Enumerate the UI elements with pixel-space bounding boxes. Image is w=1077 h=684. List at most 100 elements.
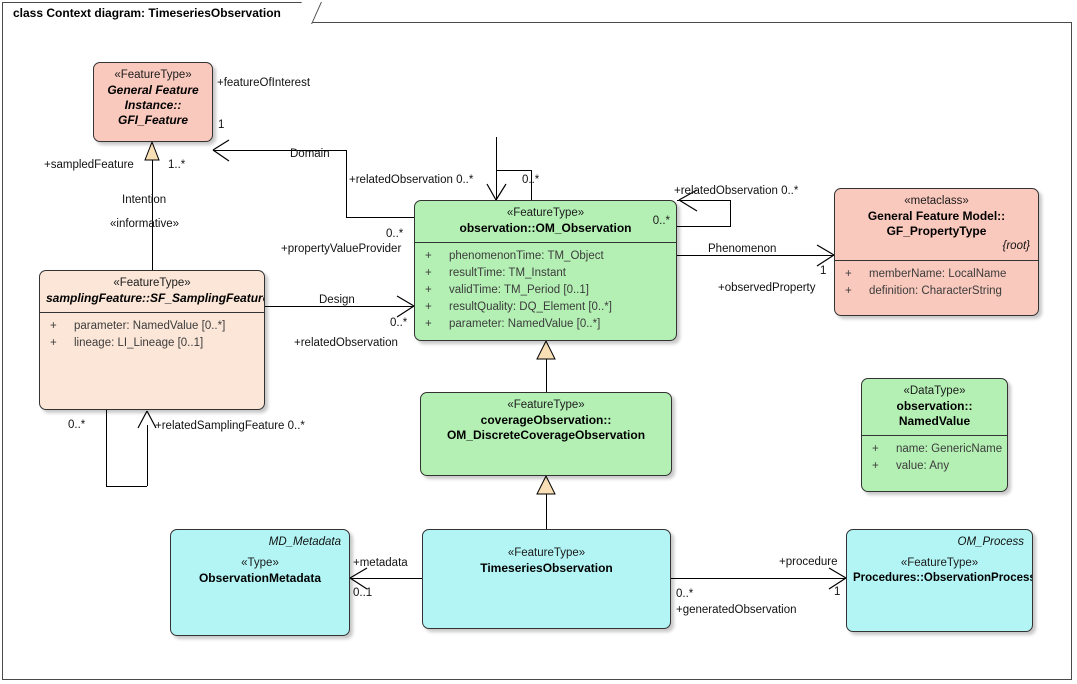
label-metadata-mult: 0..1 xyxy=(353,587,373,599)
namedvalue-name-1: observation:: xyxy=(896,399,973,413)
label-relatedsamplingfeature-role: +relatedSamplingFeature 0..* xyxy=(155,420,305,432)
visibility: + xyxy=(425,318,432,330)
line-phenomenon-h xyxy=(677,255,834,256)
observationmetadata-head: MD_Metadata «Type» ObservationMetadata xyxy=(171,530,349,592)
timeseriesobservation-head: «FeatureType» TimeseriesObservation xyxy=(423,530,670,582)
visibility: + xyxy=(845,268,852,280)
line-propertyvalueprovider xyxy=(346,217,414,218)
visibility: + xyxy=(845,285,852,297)
class-sf-samplingfeature[interactable]: «FeatureType» samplingFeature::SF_Sampli… xyxy=(39,270,265,410)
label-generatedobservation-role: +generatedObservation xyxy=(676,604,797,616)
sf-samplingfeature-stereotype: «FeatureType» xyxy=(113,277,191,289)
observationprocess-head: OM_Process «FeatureType» Procedures::Obs… xyxy=(847,530,1032,592)
label-featureofinterest-role: +featureOfInterest xyxy=(217,77,311,89)
observationprocess-stereotype: «FeatureType» xyxy=(900,557,979,569)
timeseriesobservation-stereotype: «FeatureType» xyxy=(507,547,586,559)
coverage-observation-name-2: OM_DiscreteCoverageObservation xyxy=(446,428,646,442)
label-generatedobservation-mult: 0..* xyxy=(676,588,694,600)
line-design-h xyxy=(265,306,414,307)
diagram-title: class Context diagram: TimeseriesObserva… xyxy=(13,6,281,20)
line-sf-selfloop-bottom xyxy=(106,486,147,487)
class-om-observation[interactable]: «FeatureType» observation::OM_Observatio… xyxy=(414,200,677,341)
class-gf-propertytype[interactable]: «metaclass» General Feature Model:: GF_P… xyxy=(834,188,1039,316)
class-gfi-feature[interactable]: «FeatureType» General Feature Instance::… xyxy=(93,62,213,142)
label-featureofinterest-mult: 1 xyxy=(218,119,225,131)
label-phenomenon: Phenomenon xyxy=(708,243,777,255)
attribute-text: parameter: NamedValue [0..*] xyxy=(74,320,226,332)
line-gen-coverage-to-om xyxy=(546,348,547,392)
class-namedvalue[interactable]: «DataType» observation:: NamedValue + nam… xyxy=(861,378,1008,492)
attribute-text: validTime: TM_Period [0..1] xyxy=(449,284,589,296)
observationprocess-name: Procedures::ObservationProcess xyxy=(853,572,1033,584)
attribute-text: parameter: NamedValue [0..*] xyxy=(449,318,601,330)
class-observationprocess[interactable]: OM_Process «FeatureType» Procedures::Obs… xyxy=(846,529,1033,632)
visibility: + xyxy=(50,320,57,332)
observationmetadata-tag: MD_Metadata xyxy=(268,536,341,548)
gfi-feature-head: «FeatureType» General Feature Instance::… xyxy=(94,63,212,134)
line-om-selfloop-right xyxy=(730,200,731,226)
line-om-selfloop-bottom xyxy=(677,226,731,227)
attribute-text: lineage: LI_Lineage [0..1] xyxy=(74,337,204,349)
class-om-discretecoverageobservation[interactable]: «FeatureType» coverageObservation:: OM_D… xyxy=(420,392,672,476)
timeseriesobservation-name: TimeseriesObservation xyxy=(480,561,613,575)
label-domain: Domain xyxy=(290,148,330,160)
attribute-row: + parameter: NamedValue [0..*] xyxy=(46,318,258,335)
label-propertyvalueprovider-role: +propertyValueProvider xyxy=(281,243,402,255)
gf-propertytype-stereotype: «metaclass» xyxy=(904,195,969,207)
label-metadata-role: +metadata xyxy=(353,557,408,569)
attribute-row: + memberName: LocalName xyxy=(841,266,1032,283)
line-gen-timeseries-to-coverage xyxy=(546,482,547,529)
label-observedproperty-mult: 1 xyxy=(820,265,827,277)
label-sampledfeature-mult: 1..* xyxy=(168,159,186,171)
gf-propertytype-root-constraint: {root} xyxy=(1002,240,1031,252)
label-observedproperty-role: +observedProperty xyxy=(718,282,816,294)
observationmetadata-stereotype: «Type» xyxy=(241,557,279,569)
attribute-row: + value: Any xyxy=(868,458,1001,475)
label-relatedsamplingfeature-mult: 0..* xyxy=(68,419,86,431)
line-sf-selfloop-right xyxy=(147,425,148,486)
coverage-observation-name-1: coverageObservation:: xyxy=(480,413,612,427)
label-intention-stereotype: «informative» xyxy=(110,218,180,230)
attribute-row: + definition: CharacterString xyxy=(841,283,1032,300)
attribute-text: value: Any xyxy=(896,460,950,472)
attribute-text: definition: CharacterString xyxy=(869,285,1002,297)
label-relatedobservation-topleft: +relatedObservation 0..* xyxy=(349,174,474,186)
gf-propertytype-name-1: General Feature Model:: xyxy=(867,209,1006,223)
coverage-observation-head: «FeatureType» coverageObservation:: OM_D… xyxy=(421,393,671,449)
coverage-observation-stereotype: «FeatureType» xyxy=(507,399,585,411)
label-procedure-mult: 1 xyxy=(834,586,841,598)
line-relatedobservation-topright xyxy=(531,170,532,200)
visibility: + xyxy=(425,284,432,296)
attribute-row: + phenomenonTime: TM_Object xyxy=(421,248,670,265)
class-timeseriesobservation[interactable]: «FeatureType» TimeseriesObservation xyxy=(422,529,671,629)
attribute-text: name: GenericName xyxy=(896,443,1003,455)
line-relatedobservation-top-h xyxy=(496,170,532,171)
line-featureofinterest-v xyxy=(346,150,347,217)
visibility: + xyxy=(425,250,432,262)
attribute-row: + validTime: TM_Period [0..1] xyxy=(421,282,670,299)
gf-propertytype-head: «metaclass» General Feature Model:: GF_P… xyxy=(835,189,1038,260)
sf-samplingfeature-name: samplingFeature::SF_SamplingFeature xyxy=(46,291,265,305)
line-procedure-h xyxy=(671,578,846,579)
om-observation-corner-multiplicity: 0..* xyxy=(652,215,670,227)
gfi-feature-stereotype: «FeatureType» xyxy=(114,69,192,81)
attribute-text: memberName: LocalName xyxy=(869,268,1007,280)
class-observationmetadata[interactable]: MD_Metadata «Type» ObservationMetadata xyxy=(170,529,350,636)
gfi-feature-name-1: General Feature xyxy=(107,83,199,97)
visibility: + xyxy=(872,443,879,455)
visibility: + xyxy=(872,460,879,472)
diagram-title-tab: class Context diagram: TimeseriesObserva… xyxy=(2,2,308,23)
attribute-text: resultTime: TM_Instant xyxy=(449,267,566,279)
line-metadata-h xyxy=(350,578,422,579)
visibility: + xyxy=(425,301,432,313)
sf-samplingfeature-attributes: + parameter: NamedValue [0..*] + lineage: … xyxy=(40,312,264,358)
attribute-text: phenomenonTime: TM_Object xyxy=(449,250,604,262)
visibility: + xyxy=(50,337,57,349)
label-relatedobservation-design-role: +relatedObservation xyxy=(294,337,398,349)
namedvalue-attributes: + name: GenericName + value: Any xyxy=(862,435,1007,481)
namedvalue-head: «DataType» observation:: NamedValue xyxy=(862,379,1007,435)
observationprocess-tag: OM_Process xyxy=(957,536,1024,548)
attribute-text: resultQuality: DQ_Element [0..*] xyxy=(449,301,612,313)
label-relatedobservation-top-mult: 0..* xyxy=(522,174,540,186)
